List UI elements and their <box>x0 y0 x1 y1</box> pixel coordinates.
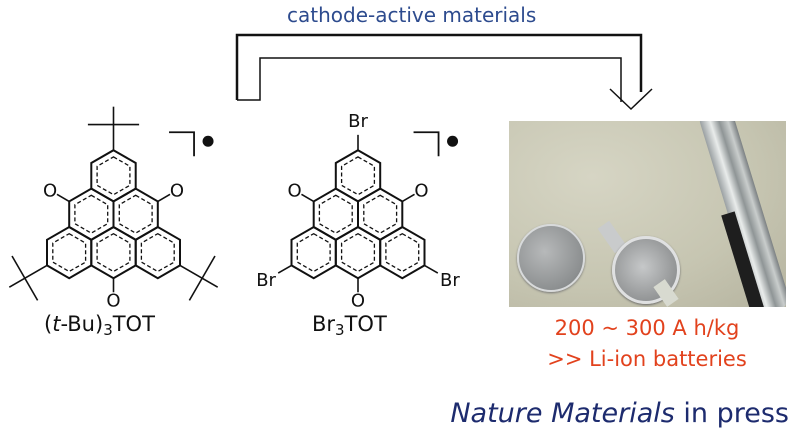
label-part: -Bu) <box>60 312 104 336</box>
ring-delocalized-bond <box>296 232 331 273</box>
carbonyl-bond <box>401 193 415 203</box>
ring-bond <box>379 225 426 280</box>
c-br-bond <box>277 264 292 274</box>
ring-bond <box>334 225 382 280</box>
bromine-atom: Br <box>348 111 368 132</box>
ring-delocalized-bond <box>340 232 376 273</box>
molecule-label-br3tot: Br3TOT <box>312 312 387 339</box>
ring-bond <box>134 225 181 280</box>
ring-delocalized-bond <box>363 194 398 234</box>
publication-status: in press <box>674 398 789 429</box>
c-br-bond <box>424 264 439 274</box>
label-part: t <box>52 312 61 336</box>
ring-delocalized-bond <box>52 232 87 273</box>
ring-bond <box>290 225 337 280</box>
oxygen-atom: O <box>170 180 184 201</box>
molecule-label-tbu3tot: (t-Bu)3TOT <box>44 312 155 339</box>
ring-delocalized-bond <box>96 156 131 196</box>
capacity-value: 200 ~ 300 A h/kg <box>554 316 740 340</box>
radical-dot-icon <box>202 135 214 147</box>
oxygen-atom: O <box>43 180 57 201</box>
ring-bond <box>357 187 404 241</box>
label-part: TOT <box>344 312 387 336</box>
diagram-title: cathode-active materials <box>287 3 537 27</box>
carbonyl-bond <box>56 193 70 203</box>
oxygen-atom: O <box>351 290 365 311</box>
tbu-methyl-bond <box>11 255 39 301</box>
ring-delocalized-bond <box>140 232 175 273</box>
tbu-bond <box>179 264 219 288</box>
ring-delocalized-bond <box>74 194 109 234</box>
label-subscript: 3 <box>335 321 345 339</box>
ring-delocalized-bond <box>96 232 131 273</box>
oxygen-atom: O <box>106 290 120 311</box>
tbu-methyl-bond <box>188 255 216 301</box>
ring-delocalized-bond <box>118 194 153 234</box>
radical-dot-icon <box>447 135 459 147</box>
bromine-atom: Br <box>256 270 276 291</box>
coin-cell-case <box>517 224 585 292</box>
battery-photo <box>509 121 786 307</box>
capacity-comparison: >> Li-ion batteries <box>547 347 747 371</box>
label-part: ( <box>44 312 53 336</box>
ring-delocalized-bond <box>318 194 353 234</box>
ring-bond <box>90 149 137 203</box>
citation: Nature Materials in press <box>450 398 789 429</box>
oxygen-atom: O <box>287 180 301 201</box>
journal-name: Nature Materials <box>450 398 675 429</box>
carbonyl-bond <box>301 193 315 203</box>
carbonyl-bond <box>157 193 171 203</box>
molecule-tbu3tot: O O O <box>8 106 219 311</box>
ring-bond <box>46 225 93 280</box>
radical-bracket <box>413 131 440 157</box>
label-part: Br <box>312 312 336 336</box>
bromine-atom: Br <box>440 270 460 291</box>
ring-delocalized-bond <box>385 232 420 273</box>
ring-bond <box>112 187 159 241</box>
ring-bond <box>68 187 115 241</box>
oxygen-atom: O <box>414 180 428 201</box>
ring-delocalized-bond <box>340 156 376 196</box>
ring-bond <box>312 187 359 241</box>
ring-bond <box>334 149 382 203</box>
ring-bond <box>90 225 137 280</box>
tbu-bond <box>8 264 48 288</box>
arrow-head-icon <box>609 88 653 111</box>
label-part: TOT <box>112 312 155 336</box>
label-subscript: 3 <box>103 321 113 339</box>
radical-bracket <box>169 131 195 157</box>
process-arrow <box>235 33 653 111</box>
